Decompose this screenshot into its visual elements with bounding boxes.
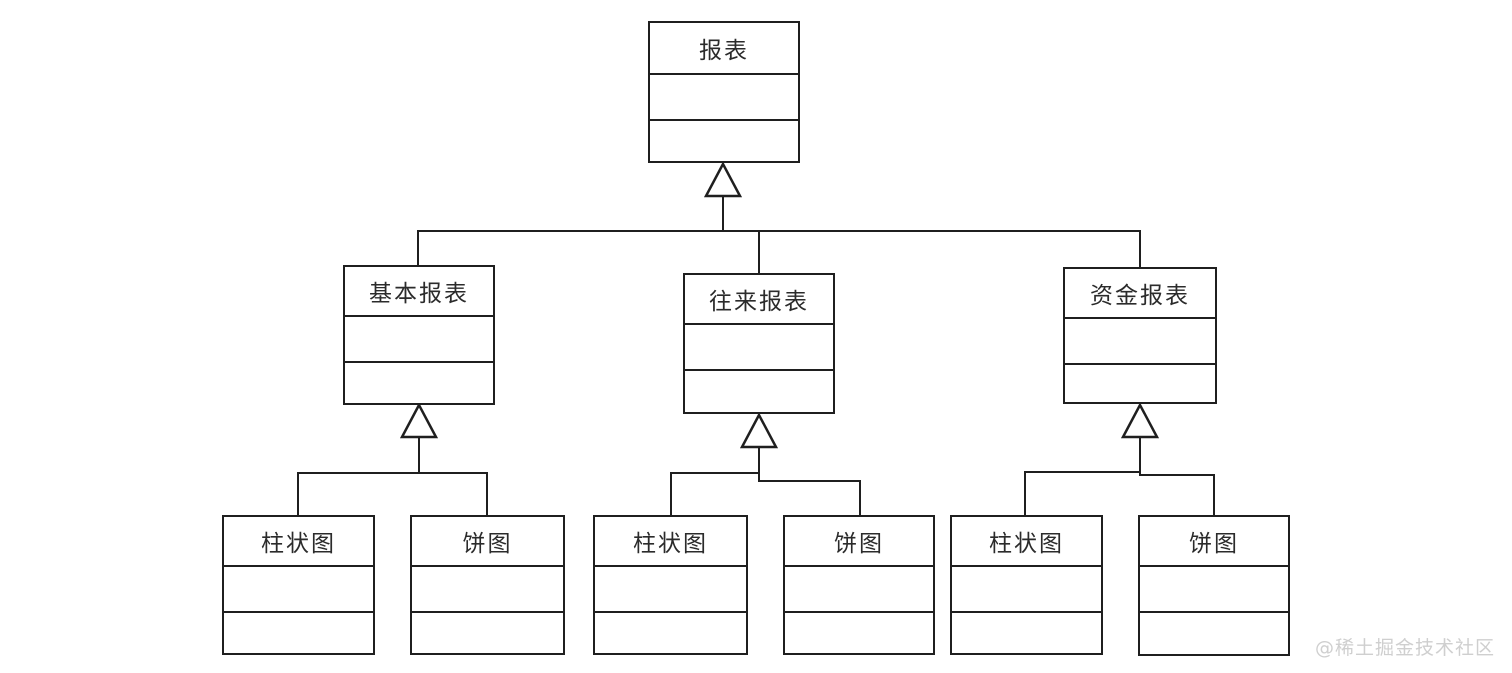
- class-box-basic-report: 基本报表: [343, 265, 495, 405]
- operations-compartment: [224, 613, 373, 653]
- operations-compartment: [685, 371, 833, 412]
- operations-compartment: [785, 613, 933, 653]
- class-name: 饼图: [412, 517, 563, 567]
- operations-compartment: [1065, 365, 1215, 402]
- inheritance-arrowhead-icon: [739, 412, 779, 449]
- class-name: 饼图: [1140, 517, 1288, 567]
- operations-compartment: [345, 363, 493, 403]
- inheritance-connector-basic: [297, 402, 488, 515]
- class-name: 往来报表: [685, 275, 833, 325]
- inheritance-connector-current: [670, 412, 861, 515]
- class-name: 资金报表: [1065, 269, 1215, 319]
- operations-compartment: [412, 613, 563, 653]
- class-box-fund-report: 资金报表: [1063, 267, 1217, 404]
- connector-line: [297, 472, 488, 515]
- attributes-compartment: [785, 567, 933, 613]
- operations-compartment: [595, 613, 746, 653]
- connector-line: [670, 472, 861, 515]
- class-name: 柱状图: [224, 517, 373, 567]
- inheritance-arrowhead-icon: [399, 402, 439, 439]
- attributes-compartment: [952, 567, 1101, 613]
- inheritance-arrowhead-icon: [703, 161, 743, 198]
- class-box-pie-chart-fund: 饼图: [1138, 515, 1290, 656]
- class-name: 柱状图: [595, 517, 746, 567]
- operations-compartment: [952, 613, 1101, 653]
- class-box-bar-chart-current: 柱状图: [593, 515, 748, 655]
- attributes-compartment: [650, 75, 798, 121]
- class-box-report: 报表: [648, 21, 800, 163]
- class-box-bar-chart-basic: 柱状图: [222, 515, 375, 655]
- attributes-compartment: [1065, 319, 1215, 365]
- inheritance-connector-fund: [1024, 402, 1215, 515]
- inheritance-connector-root: [417, 161, 1141, 273]
- inheritance-arrowhead-icon: [1120, 402, 1160, 439]
- class-box-current-report: 往来报表: [683, 273, 835, 414]
- attributes-compartment: [224, 567, 373, 613]
- watermark: @稀土掘金技术社区: [1314, 637, 1495, 659]
- attributes-compartment: [1140, 567, 1288, 613]
- connector-line: [417, 230, 1141, 267]
- class-name: 基本报表: [345, 267, 493, 317]
- class-name: 饼图: [785, 517, 933, 567]
- attributes-compartment: [412, 567, 563, 613]
- attributes-compartment: [685, 325, 833, 371]
- class-name: 柱状图: [952, 517, 1101, 567]
- class-box-pie-chart-current: 饼图: [783, 515, 935, 655]
- attributes-compartment: [345, 317, 493, 363]
- class-box-pie-chart-basic: 饼图: [410, 515, 565, 655]
- operations-compartment: [1140, 613, 1288, 654]
- class-box-bar-chart-fund: 柱状图: [950, 515, 1103, 655]
- class-name: 报表: [650, 23, 798, 75]
- operations-compartment: [650, 121, 798, 161]
- connector-line: [1024, 471, 1215, 515]
- attributes-compartment: [595, 567, 746, 613]
